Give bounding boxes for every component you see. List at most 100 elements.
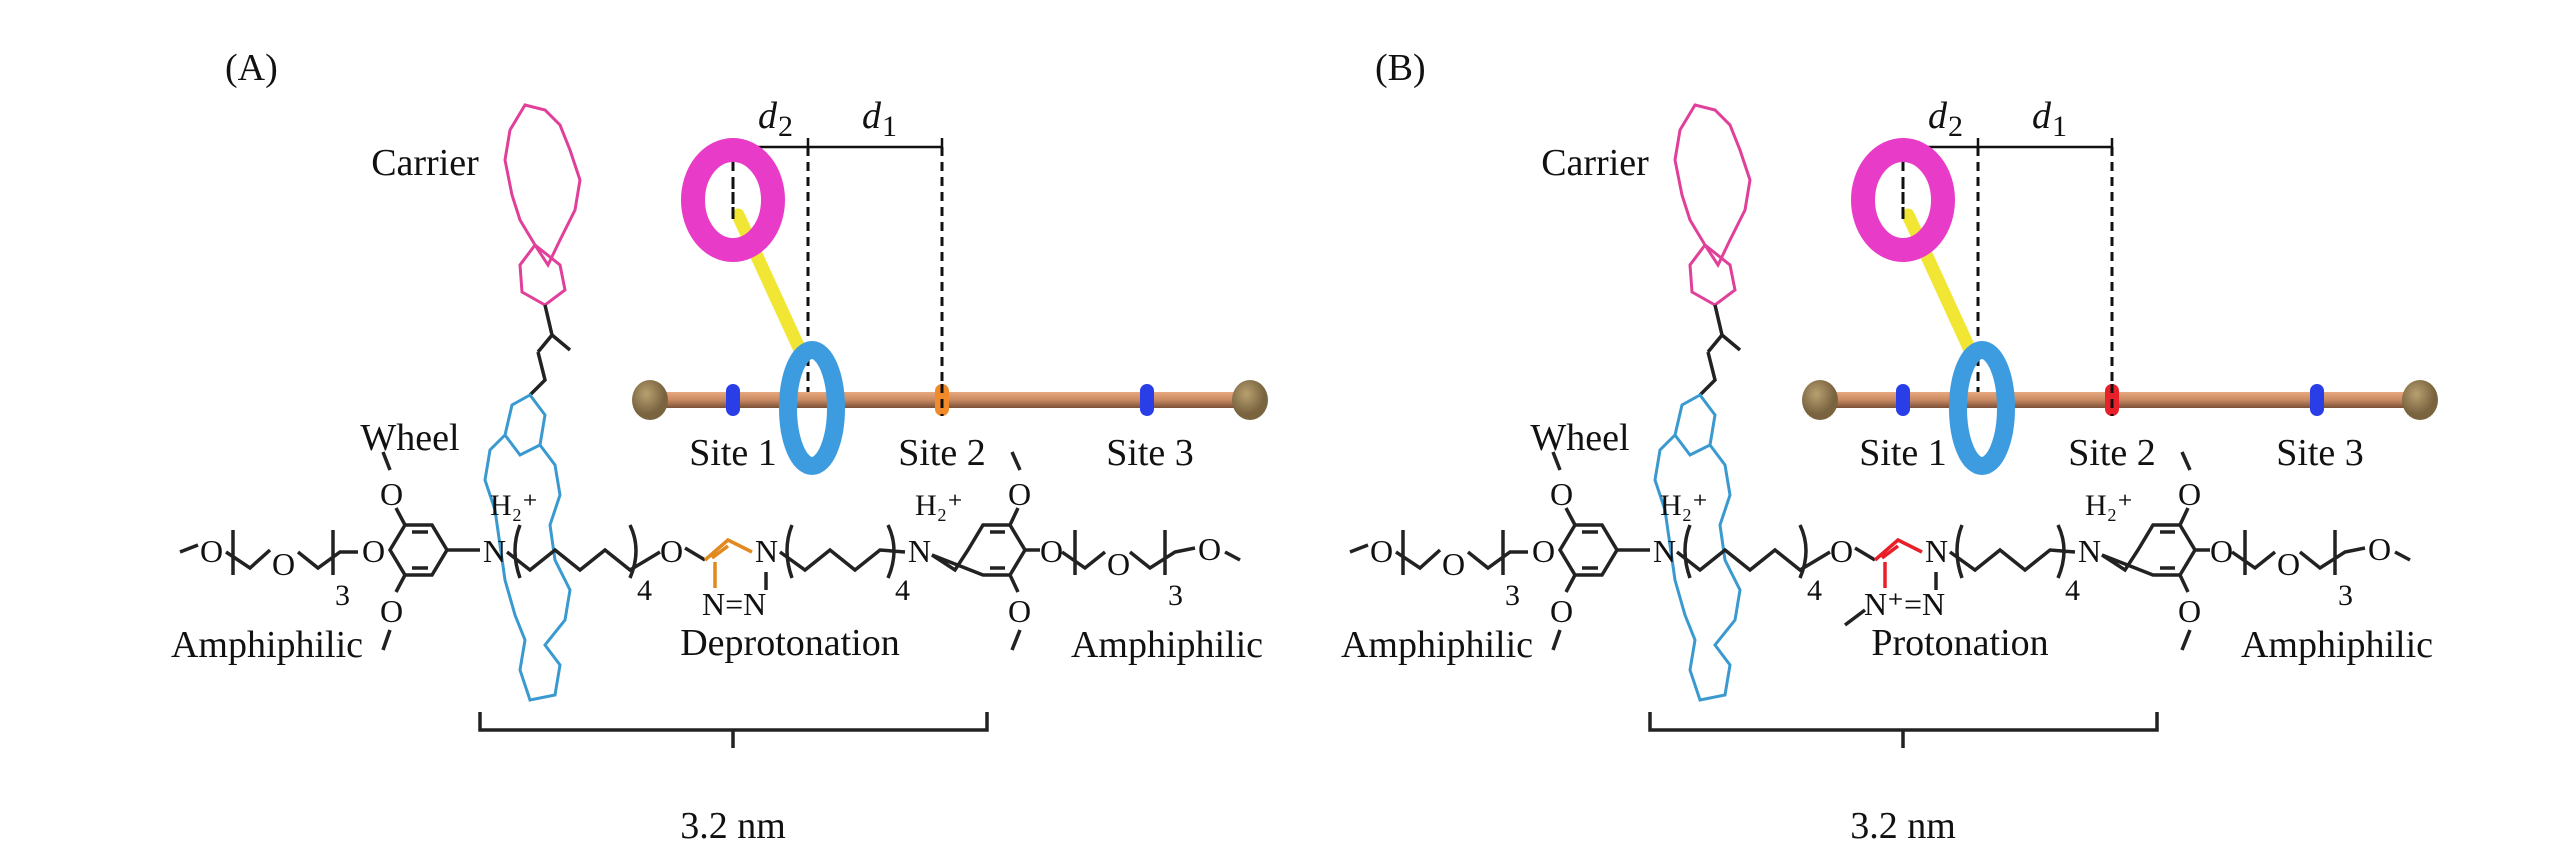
site-3-label: Site 3 [2276,432,2364,474]
atom-o: O [1532,533,1555,569]
repeat-count: 3 [335,579,350,612]
ammonium-label: H₂⁺ [490,489,538,522]
site-1-marker [1896,384,1910,416]
triazole-nn-label: N⁺=N [1864,586,1945,622]
wheel-ring-model [1949,341,2015,475]
atom-o: O [380,476,403,512]
stopper-right [1232,380,1268,420]
peg-left [179,530,358,575]
d1-subscript: 1 [2052,110,2067,143]
alkyl-chain-right [778,524,906,579]
panel-a: O O 3 O O O N H₂⁺ 4 O N 4 N H₂⁺ O O O O … [171,47,1268,847]
atom-o: O [2368,531,2391,567]
d2-subscript: 2 [1948,110,1963,143]
atom-n: N [483,533,506,569]
axle-rod [1820,392,2420,408]
triazole-alkene [703,537,753,588]
site-2-label: Site 2 [2068,432,2156,474]
atom-o: O [1008,593,1031,629]
wheel-crown-ether [1653,393,1742,702]
carrier-label: Carrier [371,142,479,184]
atom-o: O [380,593,403,629]
panel-tag: (A) [225,47,278,89]
site-3-label: Site 3 [1106,432,1194,474]
atom-n: N [1925,533,1948,569]
d1-subscript: 1 [882,110,897,143]
wheel-label: Wheel [360,417,459,459]
ether-bond [684,546,706,562]
length-label: 3.2 nm [1850,805,1956,847]
panel-content: O O 3 O O O N H₂⁺ 4 O N 4 N H₂⁺ O O O O … [179,103,1268,748]
wheel-crown-ether [483,393,572,702]
carrier-ring-model [1851,138,1955,262]
site-1-label: Site 1 [1859,432,1947,474]
atom-o: O [362,533,385,569]
benzene-right [2101,451,2210,651]
atom-o: O [1198,531,1221,567]
repeat-count: 4 [1807,574,1822,607]
ester-linker [528,304,572,397]
atom-n: N [755,533,778,569]
amphiphilic-right-label: Amphiphilic [1071,624,1263,666]
repeat-count: 4 [895,574,910,607]
d2-label: d [758,95,778,137]
atom-o: O [1550,476,1573,512]
alkyl-chain-left [1675,524,1831,579]
repeat-count: 3 [2338,579,2353,612]
atom-o: O [200,533,223,569]
length-brace [478,712,989,748]
atom-o: O [272,546,295,582]
atom-o: O [1008,476,1031,512]
atom-o: O [2178,593,2201,629]
atom-o: O [2178,476,2201,512]
site-1-label: Site 1 [689,432,777,474]
atom-o: O [2210,533,2233,569]
site-2-label: Site 2 [898,432,986,474]
ether-bond [1854,546,1876,562]
peg-right [1061,530,1241,575]
repeat-count: 4 [637,574,652,607]
state-label: Protonation [1871,622,2048,664]
repeat-count: 3 [1168,579,1183,612]
stopper-left [632,380,668,420]
alkyl-chain-left [505,524,661,579]
d2-label: d [1928,95,1948,137]
benzene-right [931,451,1040,651]
panel-tag: (B) [1375,47,1426,89]
length-brace [1648,712,2159,748]
ester-linker [1698,304,1742,397]
carrier-crown-ether [1673,103,1752,269]
carrier-ring-model [681,138,785,262]
atom-o: O [2277,546,2300,582]
atom-o: O [1442,546,1465,582]
atom-o: O [1370,533,1393,569]
carrier-crown-ether [503,103,582,269]
atom-o: O [660,533,683,569]
d1-label: d [2032,95,2052,137]
stopper-right [2402,380,2438,420]
atom-o: O [1830,533,1853,569]
atom-n: N [908,533,931,569]
benzene-left [381,451,480,651]
d2-subscript: 2 [778,110,793,143]
amphiphilic-left-label: Amphiphilic [171,624,363,666]
wheel-label: Wheel [1530,417,1629,459]
amphiphilic-left-label: Amphiphilic [1341,624,1533,666]
ammonium-label: H₂⁺ [915,489,963,522]
d1-label: d [862,95,882,137]
axle-rod [650,392,1250,408]
carrier-label: Carrier [1541,142,1649,184]
ammonium-label: H₂⁺ [1660,489,1708,522]
site-1-marker [726,384,740,416]
stopper-left [1802,380,1838,420]
peg-left [1349,530,1528,575]
panel-b: O O 3 O O O N H₂⁺ 4 O N 4 N H₂⁺ O O O O … [1341,47,2438,847]
atom-o: O [1040,533,1063,569]
benzene-left [1551,451,1650,651]
repeat-count: 4 [2065,574,2080,607]
atom-o: O [1107,546,1130,582]
wheel-ring-model [779,341,845,475]
amphiphilic-right-label: Amphiphilic [2241,624,2433,666]
site-3-marker [2310,384,2324,416]
